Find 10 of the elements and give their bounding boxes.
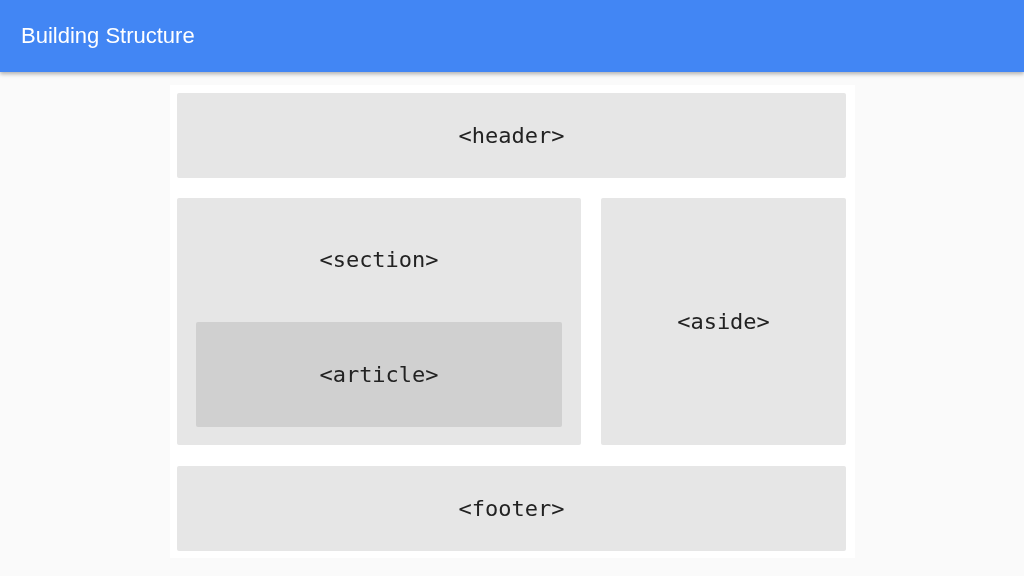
layout-box <box>177 198 581 445</box>
title: Building Structure <box>21 23 195 49</box>
tag-label: <article> <box>319 361 439 388</box>
tag-label: <section> <box>319 247 439 273</box>
tag-label: <aside> <box>677 308 770 335</box>
tag-label: <header> <box>458 122 565 149</box>
layout-box <box>601 198 846 445</box>
layout-box <box>177 93 846 178</box>
tag-label: <footer> <box>458 495 565 522</box>
layout-box <box>177 466 846 551</box>
